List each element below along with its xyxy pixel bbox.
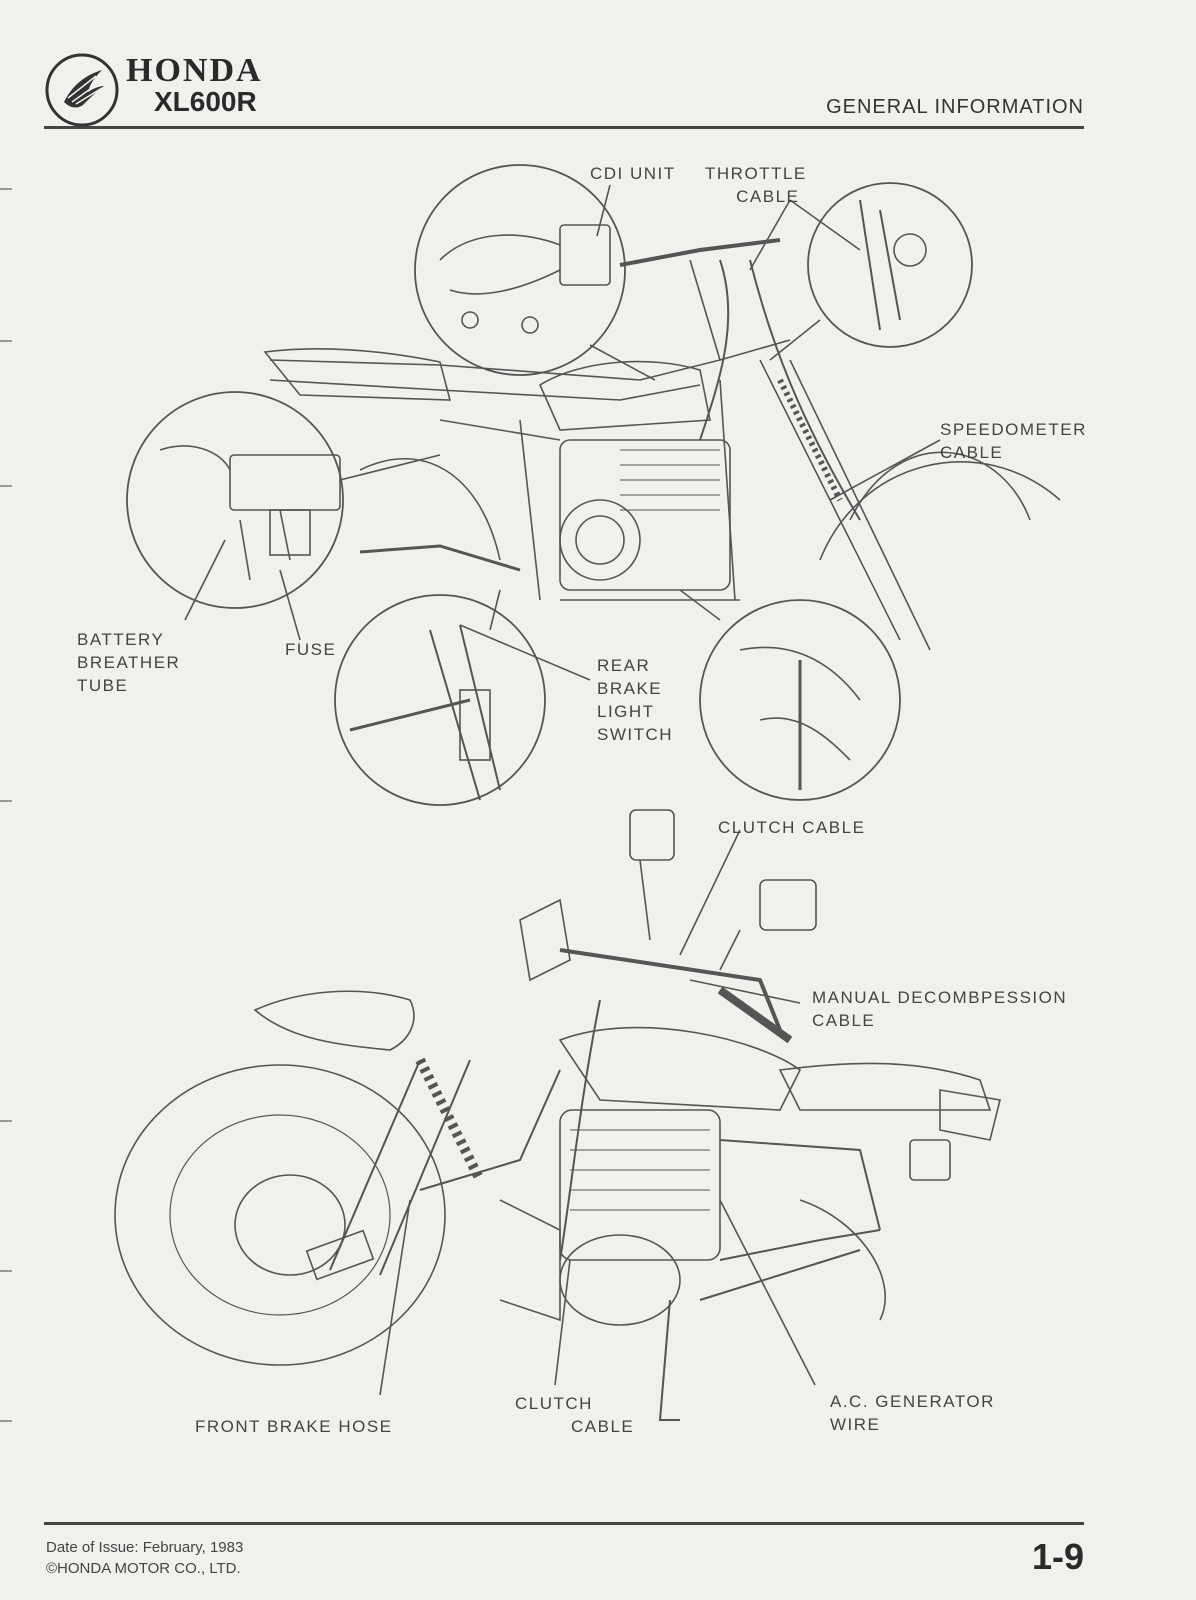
edge-mark <box>0 1270 12 1272</box>
footer-rule <box>44 1522 1084 1525</box>
label-manual-decompression-cable: MANUAL DECOMBPESSION CABLE <box>812 988 1068 1030</box>
label-speedometer-cable: SPEEDOMETER CABLE <box>940 420 1087 462</box>
label-throttle-cable: THROTTLE CABLE <box>705 164 807 206</box>
label-battery-breather-tube: BATTERY BREATHER TUBE <box>77 630 181 695</box>
label-ac-generator-wire: A.C. GENERATOR WIRE <box>830 1392 995 1434</box>
label-clutch-cable-top: CLUTCH CABLE <box>718 818 866 837</box>
section-title: GENERAL INFORMATION <box>826 96 1084 118</box>
label-rear-brake-light-switch: REAR BRAKE LIGHT SWITCH <box>597 656 674 744</box>
model-name: XL600R <box>154 86 257 117</box>
edge-mark <box>0 1420 12 1422</box>
label-fuse: FUSE <box>285 640 337 659</box>
honda-wing-logo <box>44 52 120 128</box>
label-cdi-unit: CDI UNIT <box>590 164 676 183</box>
copyright: ©HONDA MOTOR CO., LTD. <box>46 1560 241 1577</box>
date-of-issue: Date of Issue: February, 1983 <box>46 1539 244 1556</box>
label-front-brake-hose: FRONT BRAKE HOSE <box>195 1417 393 1436</box>
page-number: 1-9 <box>1031 1536 1084 1577</box>
edge-mark <box>0 340 12 342</box>
label-clutch-cable-bottom: CLUTCH CABLE <box>515 1394 635 1436</box>
edge-mark <box>0 1120 12 1122</box>
edge-mark <box>0 485 12 487</box>
edge-mark <box>0 800 12 802</box>
edge-mark <box>0 188 12 190</box>
header-rule <box>44 126 1084 129</box>
brand-name: HONDA <box>126 52 263 89</box>
